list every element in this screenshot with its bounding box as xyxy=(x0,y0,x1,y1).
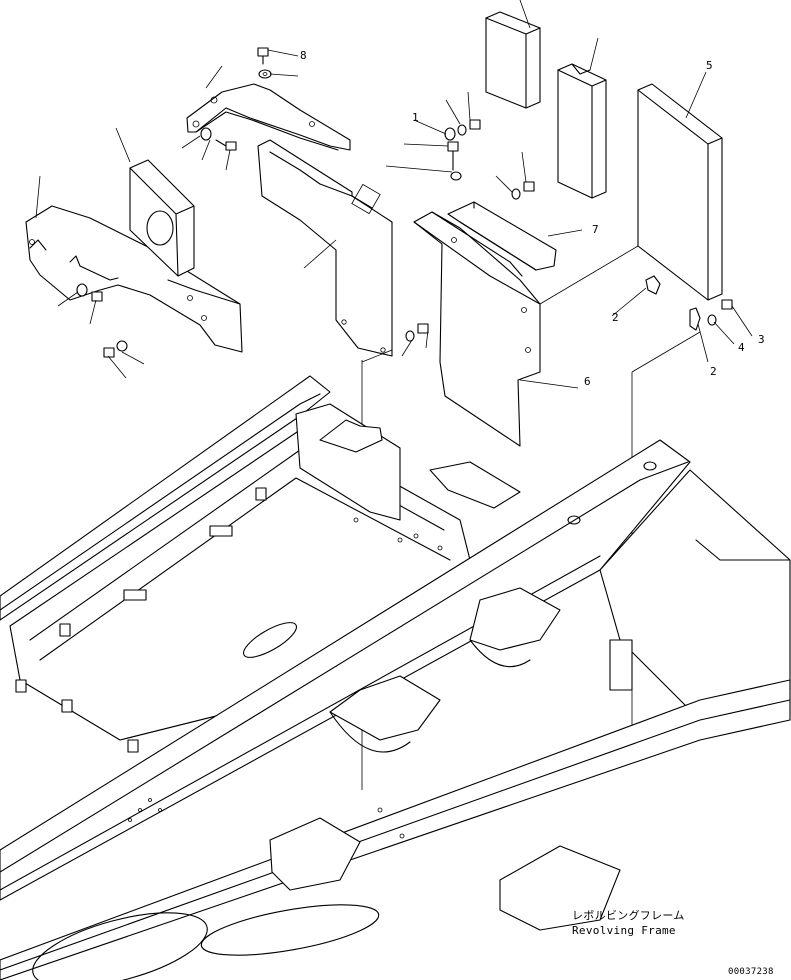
foam-block-wedge xyxy=(447,201,557,271)
caption-japanese: レボルビングフレーム xyxy=(572,909,685,922)
square-pad xyxy=(129,159,195,277)
upper-bracket-part xyxy=(186,83,351,151)
callout-number: 3 xyxy=(758,333,765,346)
callout-number: 8 xyxy=(300,49,307,62)
callout-number: 4 xyxy=(738,341,745,354)
callout-number: 7 xyxy=(592,223,599,236)
drawing-id: 00037238 xyxy=(728,967,774,977)
callout-number: 6 xyxy=(584,375,591,388)
right-cover-plate xyxy=(413,211,541,447)
caption-english: Revolving Frame xyxy=(572,924,676,937)
revolving-frame xyxy=(0,375,791,980)
callout-number: 1 xyxy=(412,111,419,124)
callout-number: 5 xyxy=(706,59,713,72)
foam-block-1 xyxy=(485,11,541,109)
center-cover-plate xyxy=(257,139,393,357)
left-shield-plate xyxy=(25,205,243,353)
callout-number: 2 xyxy=(710,365,717,378)
foam-block-3 xyxy=(637,83,723,301)
foam-block-2 xyxy=(557,63,607,199)
callout-number: 2 xyxy=(612,311,619,324)
